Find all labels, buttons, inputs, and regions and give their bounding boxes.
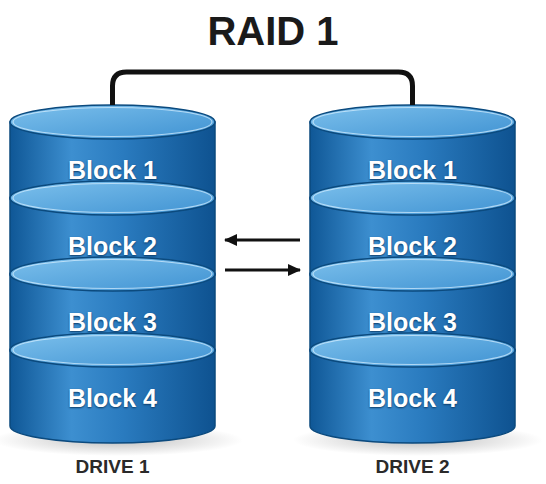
cylinder-top	[310, 181, 515, 215]
cylinder-top	[10, 105, 215, 139]
drive-label: DRIVE 2	[290, 455, 535, 479]
drive-cylinder: DRIVE 1Block 1Block 2Block 3Block 4	[10, 105, 215, 443]
cylinder-highlight	[13, 336, 212, 365]
data-block: Block 4	[10, 333, 215, 443]
sync-arrow	[225, 269, 300, 272]
cylinder-top	[310, 105, 515, 139]
diagram-title: RAID 1	[0, 6, 546, 56]
block-label: Block 4	[310, 383, 515, 413]
cylinder-highlight	[13, 260, 212, 289]
mirror-bracket	[113, 72, 413, 105]
cylinder-top	[310, 257, 515, 291]
cylinder-highlight	[313, 336, 512, 365]
drive-cylinder: DRIVE 2Block 1Block 2Block 3Block 4	[310, 105, 515, 443]
cylinder-highlight	[13, 184, 212, 213]
cylinder-top	[10, 181, 215, 215]
cylinder-highlight	[313, 108, 512, 137]
block-label: Block 4	[10, 383, 215, 413]
cylinder-highlight	[13, 108, 212, 137]
data-block: Block 4	[310, 333, 515, 443]
cylinder-top	[10, 257, 215, 291]
cylinder-top	[10, 333, 215, 367]
sync-arrow	[225, 239, 300, 242]
cylinder-highlight	[313, 260, 512, 289]
drive-label: DRIVE 1	[0, 455, 235, 479]
cylinder-highlight	[313, 184, 512, 213]
cylinder-top	[310, 333, 515, 367]
